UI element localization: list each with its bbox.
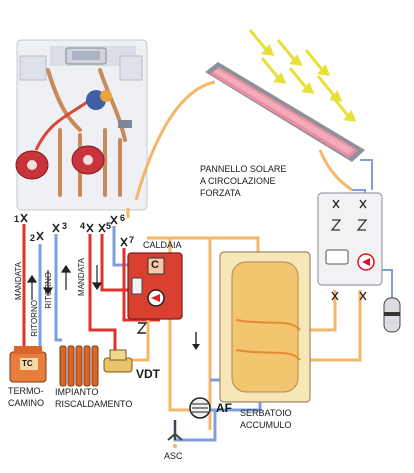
solar-station-check-valves — [330, 219, 368, 231]
af-meter-symbol — [192, 403, 208, 413]
flow-arrow-down-head — [192, 344, 200, 350]
boiler-pump-arrow — [151, 294, 160, 302]
solar-station-valves-top — [332, 199, 367, 209]
valve-number-2: 2 — [30, 233, 36, 243]
expansion-fitting — [118, 120, 132, 128]
valve-number-5: 5 — [106, 221, 112, 231]
label-pannello-line3: FORZATA — [200, 188, 241, 198]
valve-7 — [120, 237, 128, 247]
label-mandata-4: MANDATA — [77, 258, 86, 296]
unit-side-block-left — [19, 55, 47, 81]
solar-collector — [205, 62, 365, 162]
valve-row — [20, 213, 128, 247]
control-display-screen — [72, 51, 100, 60]
valve-2 — [36, 231, 44, 241]
valve-3 — [52, 223, 60, 233]
label-serbatoio-line1: SERBATOIO — [240, 408, 292, 418]
valve-number-4: 4 — [80, 221, 86, 231]
boiler-c-box — [147, 257, 165, 275]
unit-side-block-right — [119, 55, 143, 81]
label-impianto-line2: RISCALDAMENTO — [55, 399, 133, 409]
pipe-caldaia-vdt — [130, 320, 150, 362]
pipe-solar-station-to-tank — [300, 290, 362, 362]
asc-tap — [167, 420, 183, 441]
pipe-ritorno-impianto — [54, 234, 62, 342]
pipe-to-caldaia — [100, 234, 130, 292]
storage-tank-coil — [235, 319, 301, 361]
pipe-collector-return-blue — [360, 159, 373, 190]
termocamino-top — [14, 346, 42, 354]
hydraulic-unit-panel — [16, 39, 148, 211]
pipe-arrows — [26, 264, 103, 300]
label-mandata-1: MANDATA — [14, 262, 23, 300]
label-serbatoio-line2: ACCUMULO — [240, 420, 292, 430]
label-termo-line2: CAMINO — [8, 398, 44, 408]
label-termo-line1: TERMO- — [8, 386, 44, 396]
pipe-mandata-impianto — [88, 234, 117, 360]
valve-4 — [86, 223, 94, 233]
check-valve-boiler — [136, 322, 148, 334]
pipe-collector-to-solar-station — [318, 149, 353, 192]
mixing-valve-cap — [100, 90, 112, 102]
pipe-unit-to-collector — [126, 80, 216, 218]
boiler-body — [127, 252, 183, 320]
label-impianto-line1: IMPIANTO — [55, 387, 99, 397]
solar-station-pump-arrow — [362, 258, 370, 266]
solar-station-controller — [325, 249, 349, 265]
sun-rays — [248, 29, 357, 122]
radiator — [59, 345, 99, 387]
solar-expansion-vessel-band — [384, 312, 400, 316]
solar-collector-highlight — [213, 69, 354, 154]
solar-station-valves-bottom — [331, 291, 367, 301]
valve-1 — [20, 213, 28, 223]
valve-number-7: 7 — [129, 235, 135, 245]
unit-internal-pipe-red — [34, 98, 91, 151]
label-ritorno-2: RITORNO — [30, 300, 39, 337]
label-pannello-line1: PANNELLO SOLARE — [200, 164, 287, 174]
valve-number-6: 6 — [120, 213, 126, 223]
storage-tank-core — [231, 261, 299, 393]
solar-station-box — [317, 192, 383, 286]
pump-left-hub — [27, 160, 37, 170]
label-caldaia: CALDAIA — [143, 240, 182, 250]
termocamino-tc-label — [20, 358, 38, 370]
asc-tap-drop — [173, 444, 177, 448]
label-c: C — [151, 259, 159, 271]
pipe-tank-top-orange — [168, 236, 260, 254]
vdt-valve-actuator — [109, 349, 127, 361]
pump-right-hub — [83, 155, 93, 165]
label-pannello-line2: A CIRCOLAZIONE — [200, 176, 276, 186]
valve-number-3: 3 — [62, 221, 68, 231]
label-asc: ASC — [164, 451, 183, 461]
label-vdt: VDT — [136, 367, 160, 381]
label-ritorno-3: RITORNO — [44, 272, 53, 309]
label-af: AF — [216, 401, 232, 415]
label-tc: TC — [22, 359, 33, 368]
valve-5 — [98, 223, 106, 233]
boiler-control — [131, 277, 143, 295]
valve-number-1: 1 — [14, 214, 20, 224]
valve-6 — [110, 215, 118, 225]
